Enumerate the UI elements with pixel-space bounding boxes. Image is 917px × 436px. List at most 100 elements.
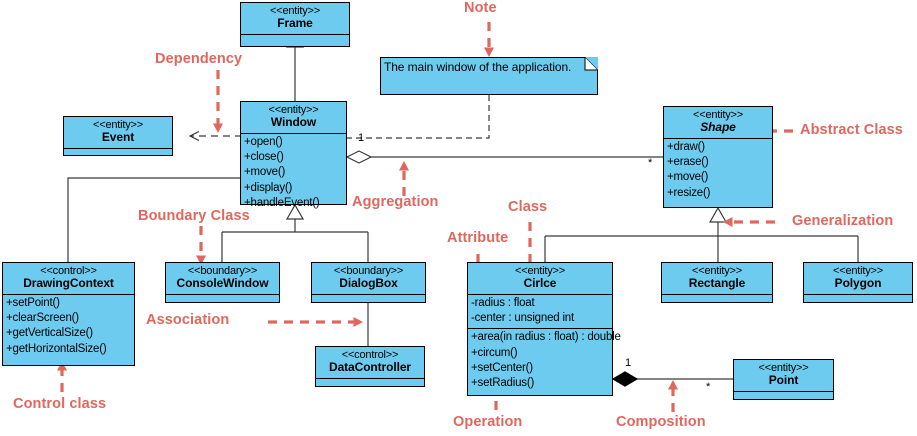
annotation-dependency: Dependency — [155, 51, 243, 67]
class-members-point — [734, 390, 833, 405]
operation-item: +resize() — [667, 186, 711, 199]
annotation-composition: Composition — [616, 414, 706, 430]
class-header-consolewindow: <<boundary>> ConsoleWindow — [166, 263, 279, 294]
class-name: Frame — [277, 16, 313, 31]
annotation-operation: Operation — [453, 414, 523, 430]
class-operations-cirlce: +area(in radius : float) : double +circu… — [468, 328, 621, 393]
class-operations-drawingcontext: +setPoint() +clearScreen() +getVerticalS… — [3, 293, 134, 359]
class-header-datacontroller: <<control>> DataController — [316, 347, 424, 378]
annotation-class: Class — [508, 199, 548, 215]
class-stereotype: <<entity>> — [693, 109, 743, 121]
operation-item: +erase() — [667, 156, 709, 169]
class-header-shape: <<entity>> Shape — [664, 107, 772, 138]
multiplicity-circle-point-many: * — [706, 381, 711, 393]
class-members-event — [64, 147, 172, 162]
class-box-drawingcontext[interactable]: <<control>> DrawingContext +setPoint() +… — [2, 262, 135, 366]
class-box-rectangle[interactable]: <<entity>> Rectangle — [661, 262, 773, 303]
class-name: ConsoleWindow — [176, 276, 269, 291]
annotation-abstract-class: Abstract Class — [800, 122, 903, 138]
operation-item: +clearScreen() — [6, 312, 79, 325]
operation-item: +display() — [244, 181, 293, 194]
note-text: The main window of the application. — [384, 60, 572, 74]
class-header-point: <<entity>> Point — [734, 360, 833, 391]
class-operations-shape: +draw() +erase() +move() +resize() — [664, 137, 772, 203]
operation-item: +setRadius() — [471, 377, 535, 390]
class-box-polygon[interactable]: <<entity>> Polygon — [803, 262, 913, 303]
class-box-frame[interactable]: <<entity>> Frame — [240, 2, 350, 47]
operation-item: +getHorizontalSize() — [6, 342, 107, 355]
operation-item: +move() — [244, 166, 286, 179]
class-name: DrawingContext — [23, 276, 114, 291]
class-box-window[interactable]: <<entity>> Window +open() +close() +move… — [240, 101, 347, 209]
class-name: Point — [768, 373, 799, 388]
class-stereotype: <<entity>> — [692, 265, 742, 277]
annotation-boundary-class: Boundary Class — [138, 208, 250, 224]
class-stereotype: <<control>> — [341, 349, 399, 361]
class-stereotype: <<boundary>> — [187, 265, 258, 277]
class-members-frame — [241, 33, 349, 48]
class-members-consolewindow — [166, 293, 279, 308]
class-stereotype: <<boundary>> — [333, 265, 404, 277]
class-header-cirlce: <<entity>> Cirlce — [468, 263, 612, 294]
note-anchor-line — [346, 95, 490, 139]
annotation-note: Note — [464, 0, 497, 16]
annotation-association: Association — [146, 312, 230, 328]
class-members-polygon — [804, 293, 912, 308]
class-stereotype: <<entity>> — [833, 265, 883, 277]
attribute-item: -radius : float — [471, 296, 535, 309]
class-box-event[interactable]: <<entity>> Event — [63, 116, 173, 156]
class-box-point[interactable]: <<entity>> Point — [733, 359, 834, 400]
multiplicity-window-shape-one: 1 — [358, 132, 365, 144]
class-name: Polygon — [834, 276, 882, 291]
class-name: Shape — [700, 120, 736, 135]
class-box-consolewindow[interactable]: <<boundary>> ConsoleWindow — [165, 262, 280, 303]
class-header-drawingcontext: <<control>> DrawingContext — [3, 263, 134, 294]
class-header-polygon: <<entity>> Polygon — [804, 263, 912, 294]
operation-item: +move() — [667, 171, 709, 184]
operation-item: +open() — [244, 135, 283, 148]
operation-item: +handleEvent() — [244, 196, 320, 209]
class-name: DataController — [329, 360, 411, 375]
operation-item: +setPoint() — [6, 296, 60, 309]
class-header-window: <<entity>> Window — [241, 102, 346, 133]
operation-item: +close() — [244, 151, 284, 164]
class-box-dialogbox[interactable]: <<boundary>> DialogBox — [311, 262, 426, 303]
class-stereotype: <<entity>> — [270, 5, 320, 17]
class-box-shape[interactable]: <<entity>> Shape +draw() +erase() +move(… — [663, 106, 773, 208]
class-box-datacontroller[interactable]: <<control>> DataController — [315, 346, 425, 387]
annotation-generalization: Generalization — [792, 213, 894, 229]
multiplicity-circle-point-one: 1 — [625, 357, 632, 369]
class-stereotype: <<entity>> — [93, 119, 143, 131]
operation-item: +setCenter() — [471, 361, 533, 374]
class-stereotype: <<entity>> — [758, 362, 809, 374]
class-name: Window — [270, 115, 317, 130]
composition-circle-point — [611, 371, 733, 387]
class-name: DialogBox — [339, 276, 398, 291]
class-stereotype: <<entity>> — [515, 265, 565, 277]
annotation-aggregation: Aggregation — [352, 194, 439, 210]
class-members-dialogbox — [312, 293, 425, 308]
class-header-rectangle: <<entity>> Rectangle — [662, 263, 772, 294]
class-members-rectangle — [662, 293, 772, 308]
operation-item: +draw() — [667, 140, 705, 153]
multiplicity-window-shape-many: * — [648, 157, 653, 169]
annotation-control-class: Control class — [13, 396, 107, 412]
class-stereotype: <<entity>> — [268, 104, 319, 116]
class-stereotype: <<control>> — [40, 265, 97, 277]
class-name: Cirlce — [523, 276, 557, 291]
class-header-frame: <<entity>> Frame — [241, 3, 349, 34]
class-box-cirlce[interactable]: <<entity>> Cirlce -radius : float -cente… — [467, 262, 621, 396]
class-name: Rectangle — [688, 276, 746, 291]
annotation-attribute: Attribute — [447, 230, 509, 246]
operation-item: +getVerticalSize() — [6, 327, 93, 340]
operation-item: +circum() — [471, 346, 518, 359]
attribute-item: -center : unsigned int — [471, 312, 574, 325]
note-box[interactable]: The main window of the application. — [380, 57, 598, 95]
operation-item: +area(in radius : float) : double — [471, 331, 621, 344]
class-attributes-cirlce: -radius : float -center : unsigned int — [468, 293, 612, 329]
class-header-event: <<entity>> Event — [64, 117, 172, 148]
class-header-dialogbox: <<boundary>> DialogBox — [312, 263, 425, 294]
note-shape — [380, 57, 598, 95]
class-name: Event — [101, 130, 135, 145]
